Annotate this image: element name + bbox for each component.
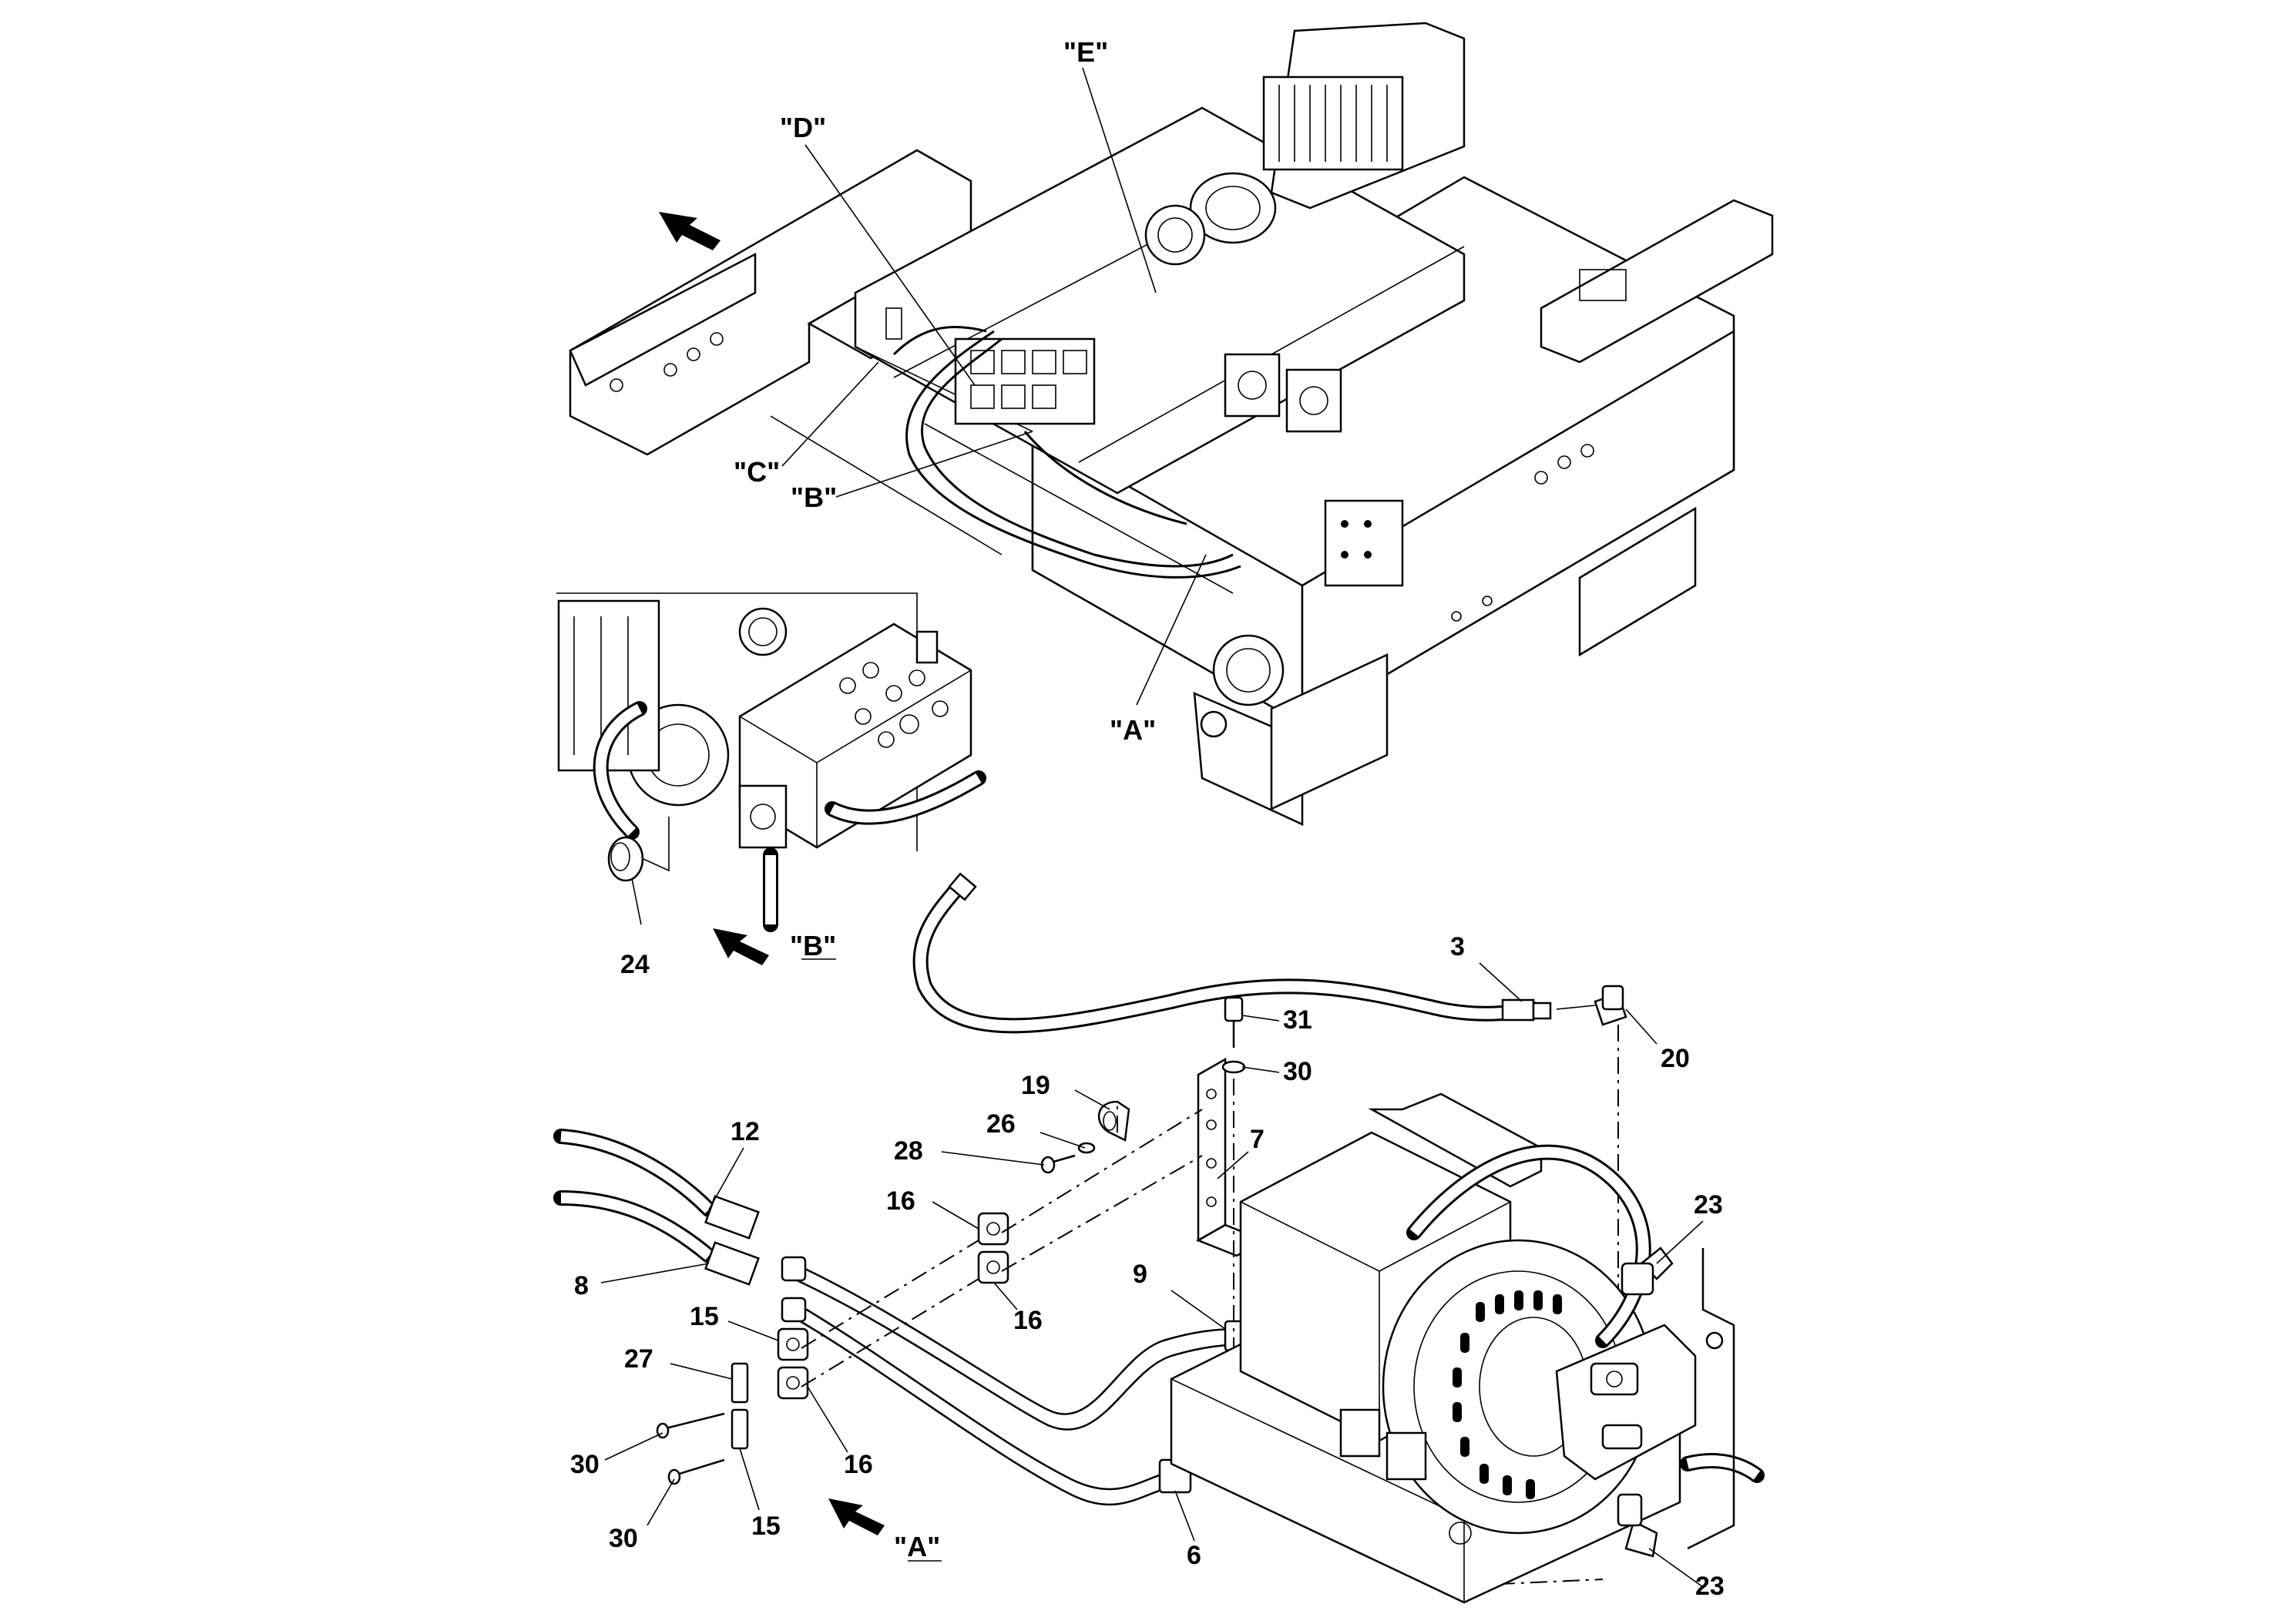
- callout-23-lower: 23: [1695, 1572, 1725, 1601]
- callout-15-lower: 15: [751, 1512, 781, 1541]
- machine-frame-overview: [569, 22, 1774, 826]
- direction-arrow-icon: [659, 212, 720, 250]
- direction-arrow-icon: [828, 1498, 885, 1535]
- view-label-a: "A": [1110, 714, 1156, 746]
- view-label-d: "D": [780, 112, 826, 143]
- callout-15-upper: 15: [690, 1302, 719, 1331]
- direction-arrow-icon: [713, 928, 769, 965]
- detail-a-leaders: [600, 962, 1704, 1588]
- view-label-c: "C": [734, 456, 780, 488]
- callout-30-lower: 30: [609, 1524, 638, 1553]
- callout-3: 3: [1450, 932, 1465, 961]
- callout-26: 26: [986, 1109, 1016, 1139]
- callout-9: 9: [1133, 1260, 1147, 1289]
- callout-31: 31: [1283, 1005, 1312, 1035]
- view-label-b: "B": [791, 481, 837, 513]
- callout-30-middle: 30: [570, 1450, 600, 1479]
- callout-27: 27: [624, 1344, 653, 1374]
- callout-28: 28: [894, 1136, 923, 1166]
- detail-a-label: "A": [894, 1531, 940, 1562]
- callout-16-lower: 16: [844, 1450, 873, 1479]
- callout-24: 24: [620, 950, 650, 979]
- callout-12: 12: [731, 1117, 760, 1146]
- callout-19: 19: [1021, 1071, 1050, 1100]
- callout-7: 7: [1250, 1125, 1265, 1154]
- callout-6: 6: [1187, 1541, 1201, 1570]
- main-view-leaders: [781, 67, 1207, 706]
- callout-23-upper: 23: [1694, 1190, 1723, 1220]
- detail-b-label: "B": [790, 930, 836, 961]
- callout-20: 20: [1661, 1044, 1690, 1073]
- detail-view-b: [556, 592, 986, 965]
- callout-8: 8: [574, 1271, 589, 1300]
- view-label-e: "E": [1063, 36, 1108, 68]
- callout-16-upper: 16: [886, 1186, 915, 1216]
- detail-view-a: [553, 872, 1765, 1604]
- callout-16-middle: 16: [1013, 1306, 1043, 1335]
- callout-30: 30: [1283, 1057, 1312, 1086]
